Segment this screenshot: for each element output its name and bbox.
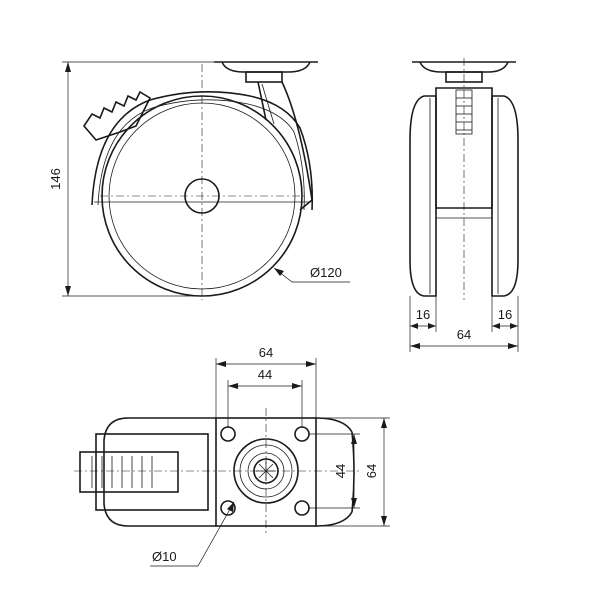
front-view: 16 16 64 [409,58,519,352]
dim-wheel-diameter-label: Ø120 [310,265,342,280]
plan-hood-outline [103,417,216,527]
dim-height-label: 146 [48,168,63,190]
side-fork-arm [257,81,313,211]
dim-hole-spacing-x-label: 44 [258,367,272,382]
plan-bolt-hole-top-right [294,426,310,442]
dim-overall-width-label: 64 [457,327,471,342]
dim-left-tire-width-label: 16 [416,307,430,322]
front-left-tire [409,95,437,297]
side-hood [91,91,314,211]
plan-bolt-hole-top-left [220,426,236,442]
dim-hole-diameter-leader [150,501,235,567]
plan-bolt-hole-bottom-left [220,500,236,516]
front-right-tire [491,95,519,297]
side-view: 146 Ø120 [48,61,350,300]
side-brake-pedal [82,90,152,141]
side-top-plate [214,61,318,73]
dim-plate-width-label: 64 [259,345,273,360]
dim-hole-diameter-label: Ø10 [152,549,177,564]
side-swivel-bearing [245,71,283,83]
plan-bolt-hole-bottom-right [294,500,310,516]
plan-view: 64 44 44 64 Ø10 [74,345,390,567]
dim-hole-spacing-y-label: 44 [333,464,348,478]
dim-right-tire-width-label: 16 [498,307,512,322]
dim-plate-height-label: 64 [364,464,379,478]
front-fork-body [435,87,493,209]
plan-brake-lever [79,451,179,493]
